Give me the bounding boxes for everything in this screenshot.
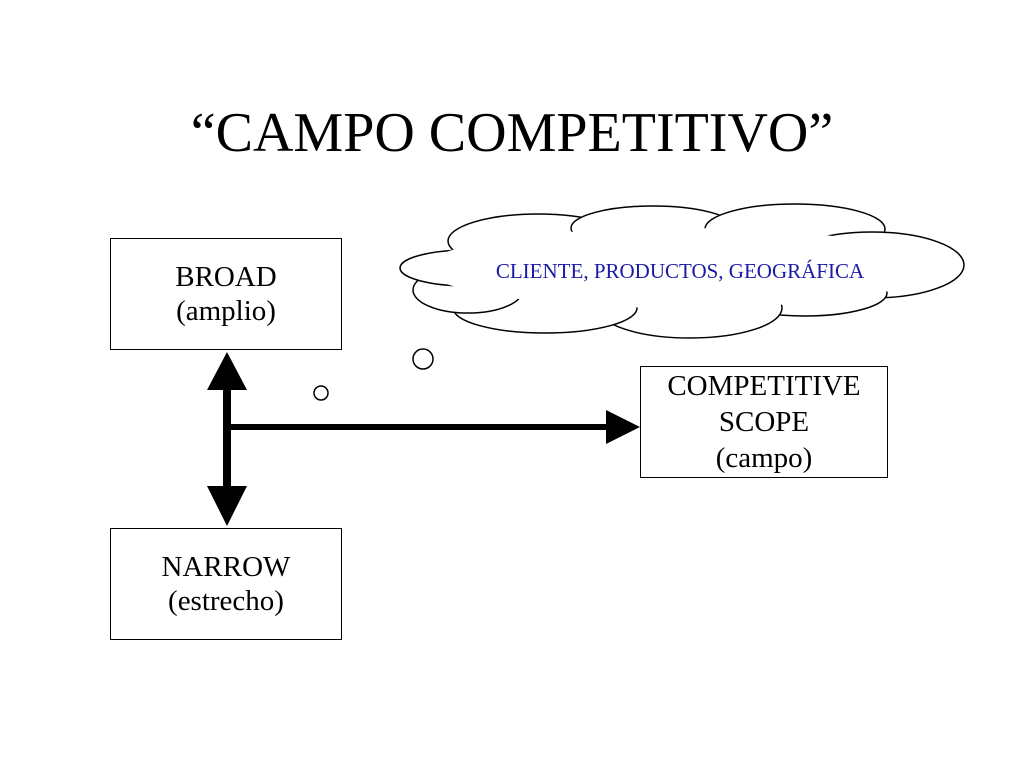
broad-box: BROAD (amplio) [110, 238, 342, 350]
scope-translation: (campo) [715, 442, 813, 474]
vertical-double-arrow [207, 352, 247, 526]
narrow-translation: (estrecho) [168, 585, 284, 617]
slide-title: “CAMPO COMPETITIVO” [190, 102, 834, 164]
narrow-box: NARROW (estrecho) [110, 528, 342, 640]
scope-label-line1: COMPETITIVE [667, 370, 861, 402]
thought-bubble-large [412, 348, 434, 370]
competitive-scope-box: COMPETITIVE SCOPE (campo) [640, 366, 888, 478]
cloud-text: CLIENTE, PRODUCTOS, GEOGRÁFICA [495, 259, 865, 283]
horizontal-arrow [227, 410, 640, 444]
broad-label: BROAD [175, 261, 277, 293]
thought-cloud [399, 203, 965, 339]
thought-bubble-small [313, 385, 329, 401]
broad-translation: (amplio) [176, 295, 276, 327]
narrow-label: NARROW [161, 551, 291, 583]
scope-label-line2: SCOPE [718, 406, 810, 438]
